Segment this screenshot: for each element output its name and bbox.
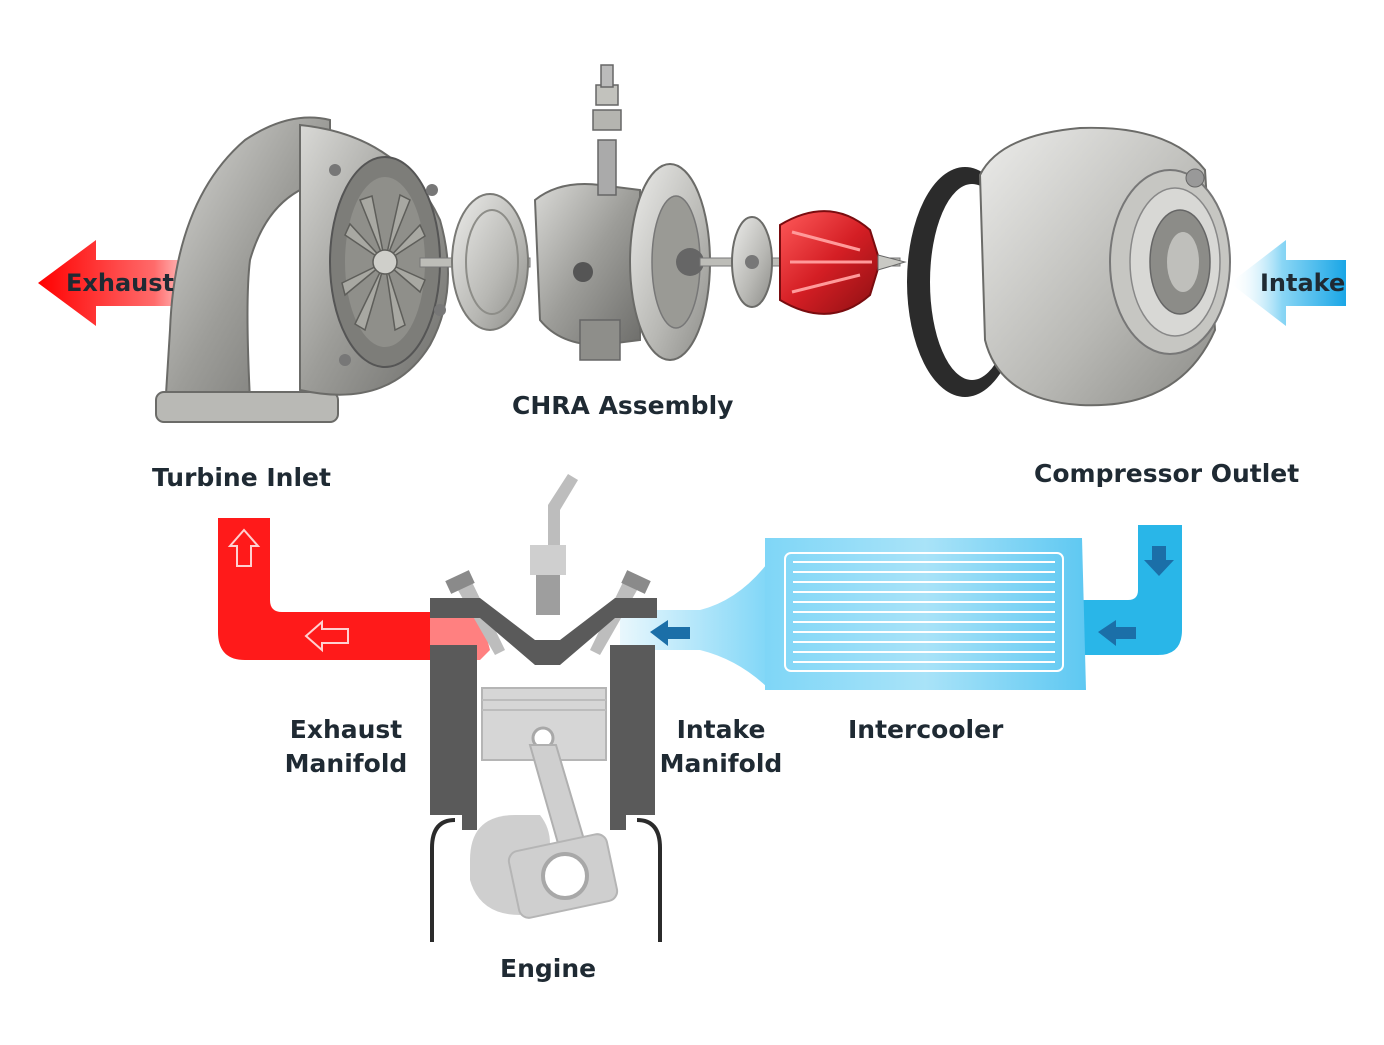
intake-flow-arrow [1230, 240, 1346, 326]
thrust-collar [731, 216, 773, 308]
exhaust-manifold-line1: Exhaust [289, 715, 403, 744]
compressor-wheel [779, 210, 907, 315]
engine-label: Engine [500, 954, 597, 983]
intake-manifold-line2: Manifold [659, 749, 783, 778]
compressor-housing [978, 126, 1231, 407]
exhaust-left-arrow-icon [304, 619, 349, 653]
chra-assembly-label: CHRA Assembly [512, 391, 734, 420]
turbine-inlet-label: Turbine Inlet [152, 463, 331, 492]
compressor-down-arrow-icon [1144, 546, 1174, 576]
turbine-housing [155, 116, 449, 423]
intercooler-inlet-arrow-icon [1098, 620, 1136, 646]
intake-manifold-arrow-icon [650, 620, 690, 646]
intake-manifold-label: Intake Manifold [656, 713, 786, 781]
exhaust-manifold-label: Exhaust Manifold [282, 713, 410, 781]
intercooler-label: Intercooler [848, 715, 1004, 744]
heat-shield [451, 193, 529, 331]
turbine-wheel [341, 193, 426, 332]
exhaust-manifold-line2: Manifold [284, 749, 408, 778]
intercooler-core [765, 538, 1086, 690]
exhaust-label: Exhaust [66, 269, 174, 297]
intake-manifold-line1: Intake [676, 715, 766, 744]
intake-manifold-funnel [620, 560, 770, 690]
engine-schematic [430, 474, 662, 942]
exhaust-up-arrow-icon [227, 528, 261, 567]
chra-center-housing [533, 64, 711, 361]
compressor-outlet-label: Compressor Outlet [1034, 459, 1300, 488]
intake-label: Intake [1260, 269, 1346, 297]
